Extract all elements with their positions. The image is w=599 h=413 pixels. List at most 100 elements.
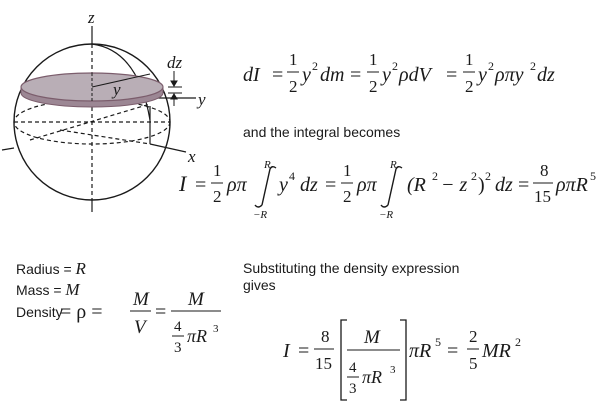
eq3-four: 4 — [349, 360, 357, 376]
eq2-rho-pi-1: ρπ — [226, 174, 248, 196]
eq1-frac2-num: 1 — [369, 50, 378, 69]
eq3-two: 2 — [469, 327, 478, 346]
eq2-half2-num: 1 — [343, 161, 352, 180]
eq3-five-exp: 5 — [435, 335, 441, 349]
eq2-paren-exp: 2 — [485, 169, 491, 183]
eq1-y-2: y — [380, 64, 391, 86]
eq2-R2-exp: 2 — [432, 169, 438, 183]
eq1-dm: dm — [320, 64, 344, 86]
eq2-rho-pi-2: ρπ — [356, 174, 378, 196]
disk-radius-label: y — [111, 80, 121, 99]
eq2-final-den: 15 — [534, 187, 551, 206]
eq1-sq-1: 2 — [312, 59, 318, 73]
eq2-paren-close: ) — [478, 174, 485, 196]
mass-value: M — [65, 280, 80, 299]
eq2-half-num: 1 — [213, 161, 222, 180]
eq1-sq-2: 2 — [392, 59, 398, 73]
eq3-M: M — [363, 327, 381, 348]
density-eq-rho: = ρ = — [60, 301, 103, 323]
eq2-y4: y — [277, 174, 288, 196]
eq2-y4-exp: 4 — [289, 169, 295, 183]
sphere-diagram — [1, 26, 196, 212]
x-axis-line-outer — [149, 143, 187, 153]
eq3-cube: 3 — [390, 364, 396, 376]
eq2-dz-1: dz — [300, 174, 318, 196]
mass-row: Mass = M — [16, 281, 80, 299]
equation-final: I = 8 15 M 4 3 πR 3 πR 5 = 2 5 MR 2 — [282, 319, 521, 401]
radius-value: R — [75, 259, 86, 278]
density-M: M — [132, 289, 150, 310]
y-axis-label: y — [196, 90, 206, 109]
eq3-three: 3 — [349, 381, 357, 397]
meridian-arc — [91, 43, 151, 121]
density-cube: 3 — [213, 323, 219, 335]
density-four: 4 — [174, 319, 182, 335]
eq1-rho-dV: ρdV — [398, 64, 434, 86]
equation-integral: I = 1 2 ρπ R −R y 4 dz = 1 2 ρπ R −R (R … — [178, 159, 596, 221]
eq3-frac-den: 15 — [315, 354, 332, 373]
mass-label: Mass = — [16, 282, 62, 298]
eq2-upper-2: R — [389, 159, 397, 171]
density-eq-2: = — [155, 301, 166, 323]
eq1-frac3-num: 1 — [465, 50, 474, 69]
eq3-eq-1: = — [298, 340, 309, 362]
eq2-eq-3: = — [518, 174, 529, 196]
substituting-text-line2: gives — [243, 277, 276, 293]
eq2-paren-open: (R — [407, 174, 426, 196]
eq2-lhs: I — [178, 171, 188, 196]
eq2-eq-1: = — [195, 174, 206, 196]
density-equation: = ρ = M V = M 4 3 πR 3 — [60, 289, 221, 356]
substituting-text-line1: Substituting the density expression — [243, 260, 460, 276]
eq1-dz: dz — [537, 64, 555, 86]
x-axis-label: x — [187, 147, 196, 166]
density-three: 3 — [174, 340, 182, 356]
integral-sign-1 — [254, 166, 277, 208]
eq2-dz-2: dz — [495, 174, 513, 196]
eq3-piR: πR — [362, 367, 382, 387]
eq3-bracket-right — [400, 319, 407, 401]
eq1-eq-2: = — [350, 64, 361, 86]
eq3-five-den: 5 — [469, 354, 478, 373]
radius-row: Radius = R — [16, 260, 86, 278]
eq1-sq-3: 2 — [488, 59, 494, 73]
eq3-piR5: πR — [409, 340, 431, 362]
eq1-lhs: dI — [243, 64, 261, 86]
eq2-final-term: ρπR — [555, 174, 588, 196]
integral-sign-2 — [380, 166, 403, 208]
eq2-lower-2: −R — [379, 209, 393, 221]
eq2-minus-z: − z — [441, 174, 467, 196]
eq1-eq-1: = — [272, 64, 283, 86]
eq1-eq-3: = — [446, 64, 457, 86]
eq2-half-den: 2 — [213, 187, 222, 206]
radius-label: Radius = — [16, 261, 72, 277]
eq3-lhs: I — [282, 340, 291, 362]
eq1-frac2-den: 2 — [369, 77, 378, 96]
eq2-z2-exp: 2 — [471, 169, 477, 183]
disk-radius-line — [91, 73, 151, 88]
eq1-frac1-num: 1 — [289, 50, 298, 69]
eq3-eq-2: = — [447, 340, 458, 362]
eq3-bracket-left — [340, 319, 347, 401]
x-axis-line — [1, 147, 15, 151]
eq2-eq-2: = — [325, 174, 336, 196]
eq2-half2-den: 2 — [343, 187, 352, 206]
z-axis-label: z — [87, 8, 95, 27]
eq3-frac-num: 8 — [321, 327, 330, 346]
eq3-MR: MR — [481, 340, 511, 362]
eq1-y-1: y — [300, 64, 311, 86]
density-label: Density — [16, 304, 63, 320]
eq1-frac1-den: 2 — [289, 77, 298, 96]
eq2-final-num: 8 — [540, 161, 549, 180]
eq1-y-3: y — [476, 64, 487, 86]
disk-slab — [20, 72, 164, 108]
eq2-upper-1: R — [263, 159, 271, 171]
density-num-M: M — [187, 289, 205, 310]
integral-becomes-text: and the integral becomes — [243, 124, 401, 140]
eq1-sq-4: 2 — [530, 59, 536, 73]
eq1-rho-pi-y: ρπy — [494, 64, 524, 86]
eq3-sq: 2 — [515, 335, 521, 349]
density-piR: πR — [187, 326, 207, 346]
dz-label: dz — [167, 53, 183, 72]
eq2-final-exp: 5 — [590, 169, 596, 183]
